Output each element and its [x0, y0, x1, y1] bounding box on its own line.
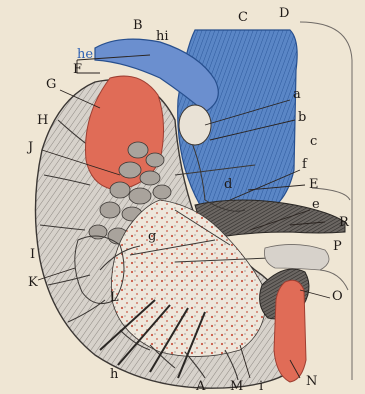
label-b: b: [298, 110, 306, 125]
label-J: J: [26, 140, 33, 155]
label-i: i: [259, 379, 263, 394]
label-E: E: [309, 177, 319, 192]
label-P: P: [333, 239, 342, 254]
label-h: h: [110, 367, 119, 382]
label-F: F: [73, 62, 82, 77]
label-a: a: [293, 87, 301, 102]
label-M: M: [230, 379, 243, 394]
label-C: C: [238, 10, 248, 25]
fiber-tuft-P: [264, 244, 329, 270]
label-e: e: [312, 197, 320, 212]
label-G: G: [46, 77, 56, 92]
label-c: c: [310, 134, 317, 149]
label-hi: hi: [156, 29, 169, 44]
label-O: O: [332, 289, 343, 304]
label-d: d: [224, 177, 232, 192]
label-B: B: [133, 18, 143, 33]
red-region-N: [274, 280, 306, 382]
label-D: D: [279, 6, 289, 21]
label-R: R: [339, 215, 350, 230]
label-I: I: [30, 247, 35, 262]
label-L: L: [110, 290, 119, 305]
label-N: N: [306, 374, 317, 389]
label-g: g: [148, 229, 156, 244]
label-H: H: [37, 113, 48, 128]
label-he: he: [77, 47, 93, 62]
label-A: A: [195, 379, 206, 394]
label-K: K: [28, 275, 38, 290]
